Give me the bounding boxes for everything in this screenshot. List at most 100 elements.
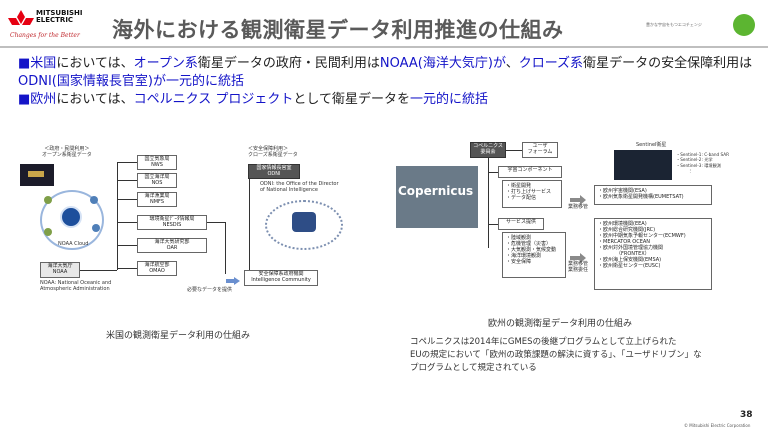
sentinel-item-text: Sentinel-3: 環境観測 (680, 162, 721, 168)
diamond-logo-icon (8, 10, 34, 25)
service-right-item: ・欧州対外国境管理協力機関 (598, 245, 664, 251)
logo-brand-line2: ELECTRIC (36, 16, 74, 25)
satellite-icon (28, 171, 44, 177)
satellite-image (20, 164, 54, 186)
connector-line (488, 158, 489, 248)
close-label-line1: ＜安全保障利用＞ (248, 146, 289, 152)
page-title: 海外における観測衛星データ利用推進の仕組み (112, 18, 564, 42)
service-box: サービス提供 (498, 218, 544, 230)
sentinel-item: ・Sentinel-3: 環境観測 (676, 162, 721, 168)
bullet-text: 、 (505, 56, 519, 71)
service-right-item: ・欧州海上保安機関(EMSA) (598, 257, 662, 263)
space-right-item: ・欧州気象衛星開発機構(EUMETSAT) (598, 194, 684, 200)
service-right-text: 欧州対外国境管理協力機関 (603, 245, 664, 251)
connector-line (117, 180, 137, 181)
note-line: コペルニクスは2014年にGMESの後継プログラムとして立上げられた (410, 337, 677, 347)
logo-brand: MITSUBISHI ELECTRIC (36, 9, 83, 25)
bullet-text: オープン系 (133, 56, 198, 71)
space-item: ・データ配信 (506, 195, 537, 201)
bullet-us: ■米国においては、オープン系衛星データの政府・民間利用はNOAA(海洋大気庁)が… (18, 55, 758, 73)
service-item-text: 海洋環境観測 (511, 253, 542, 259)
connector-line (117, 199, 137, 200)
noaa-cloud-node (44, 196, 52, 204)
copernicus-logo: Copernicus (398, 184, 474, 198)
connector-line (249, 179, 250, 274)
note-line: プログラムとして規定されている (410, 363, 537, 373)
copernicus-note: コペルニクスは2014年にGMESの後継プログラムとして立上げられた EUの規定… (410, 336, 702, 375)
committee-box: コペルニクス 委員会 (470, 142, 506, 158)
bullet-text: コペルニクス プロジェクト (133, 92, 294, 107)
bullet-text: ODNI(国家情報長官室)が一元的に統括 (18, 74, 244, 89)
connector-line (117, 162, 118, 270)
service-right-text: 欧州総合研究機関(JRC) (603, 227, 656, 233)
note-line: EUの規定において「欧州の政策課題の解決に資する」、「ユーザドリブン」な (410, 350, 702, 360)
sentinel-item-text: Sentinel-1: C-band SAR (680, 152, 730, 157)
noaa-note: NOAA: National Oceanic and Atmospheric A… (40, 280, 111, 293)
connector-line (117, 268, 137, 269)
service-item: ・大気観測・気候変動 (506, 247, 557, 253)
noaa-note-line1: NOAA: National Oceanic and (40, 280, 112, 286)
bullet-us-cont: ODNI(国家情報長官室)が一元的に統括 (18, 73, 758, 91)
space-right-text: 欧州気象衛星開発機構(EUMETSAT) (603, 194, 684, 200)
odni-note-line2: of National Intelligence (260, 187, 318, 194)
close-label: ＜安全保障利用＞ クローズ系衛星データ (248, 146, 298, 159)
noaa-cloud-diagram (40, 190, 104, 250)
service-right-item: ・MERCATOR OCEAN (598, 239, 651, 245)
bullet-text: 衛星データの安全保障利用は (583, 56, 753, 71)
open-label-line1: ＜政府・民間利用＞ (44, 146, 90, 152)
logo-brand-line1: MITSUBISHI (36, 9, 83, 17)
delegate-arrow-icon (570, 248, 586, 263)
odni-note: ODNI: the Office of the Director of Nati… (260, 181, 339, 194)
supply-arrow-icon (226, 270, 240, 285)
nos-box: 国立海洋局 NOS (137, 173, 177, 188)
connector-line (117, 162, 137, 163)
odni-note-line1: ODNI: the Office of the Director (260, 181, 339, 187)
bullet-text: 一元的に統括 (410, 92, 489, 107)
noaa-box: 海洋大気庁 NOAA (40, 262, 80, 278)
service-item: ・安全保障 (506, 259, 532, 265)
delegate-arrow-icon (570, 190, 586, 205)
service-right-item: ・欧州環境機関(EEA) (598, 221, 647, 227)
omao-box: 海洋航空部 OMAO (137, 261, 177, 276)
us-diagram: ＜政府・民間利用＞ オープン系衛星データ NOAA Cloud 海洋大気庁 NO… (20, 146, 343, 341)
service-items-box: ・陸域観測 ・危機管理（災害） ・大気観測・気候変動 ・海洋環境観測 ・安全保障 (502, 232, 566, 278)
bullet-text: においては、 (56, 92, 134, 107)
eco-logo-icon (733, 14, 755, 36)
copyright: © Mitsubishi Electric Corporation (684, 423, 751, 428)
delegate-label-1: 業務移管 (568, 204, 589, 210)
bullet-text: 米国 (30, 56, 57, 71)
supply-label: 必要なデータを提供 (187, 287, 233, 293)
bullet-list: ■米国においては、オープン系衛星データの政府・民間利用はNOAA(海洋大気庁)が… (18, 55, 758, 109)
connector-line (488, 224, 498, 225)
bullet-text: 欧州 (30, 92, 57, 107)
noaa-logo-icon (60, 206, 82, 228)
space-item-text: データ配信 (511, 195, 537, 201)
space-item: ・衛星開発 (506, 183, 532, 189)
sentinel-item: ・Sentinel-1: C-band SAR (676, 152, 730, 157)
space-right-text: 欧州宇宙機関(ESA) (603, 188, 647, 194)
space-item-text: 打ち上げサービス (511, 189, 552, 195)
space-item: ・打ち上げサービス (506, 189, 552, 195)
service-right-item: （FRONTEX） (598, 251, 708, 257)
copernicus-image: Copernicus (396, 166, 478, 228)
nmfs-box: 海洋漁業局 NMFS (137, 192, 177, 207)
noaa-cloud-label: NOAA Cloud (58, 241, 89, 247)
intelligence-community-image (265, 200, 343, 250)
space-right-item: ・欧州宇宙機関(ESA) (598, 188, 647, 194)
sentinel-item-text: Sentinel-2: 光学 (680, 157, 713, 163)
bullet-text: NOAA(海洋大気庁)が (379, 56, 506, 71)
connector-line (117, 245, 137, 246)
supply-line (225, 222, 226, 274)
sentinel-more: ⋮ (688, 167, 693, 173)
service-right-text: 欧州衛星センター(EUSC) (603, 263, 661, 269)
service-right-text: 欧州中期気象予報センター(ECMWF) (603, 233, 686, 239)
oar-box: 海洋大気研究部 OAR (137, 238, 207, 253)
logo-tagline: Changes for the Better (10, 32, 80, 39)
eu-diagram: コペルニクス 委員会 ユーザ フォーラム Copernicus 宇宙コンポーネン… (384, 0, 768, 432)
open-label: ＜政府・民間利用＞ オープン系衛星データ (42, 146, 92, 159)
service-right-item: ・欧州衛星センター(EUSC) (598, 263, 661, 269)
page-number: 38 (740, 410, 753, 420)
close-label-line2: クローズ系衛星データ (248, 152, 298, 159)
bullet-text: においては、 (56, 56, 134, 71)
service-item-text: 大気観測・気候変動 (511, 247, 557, 253)
